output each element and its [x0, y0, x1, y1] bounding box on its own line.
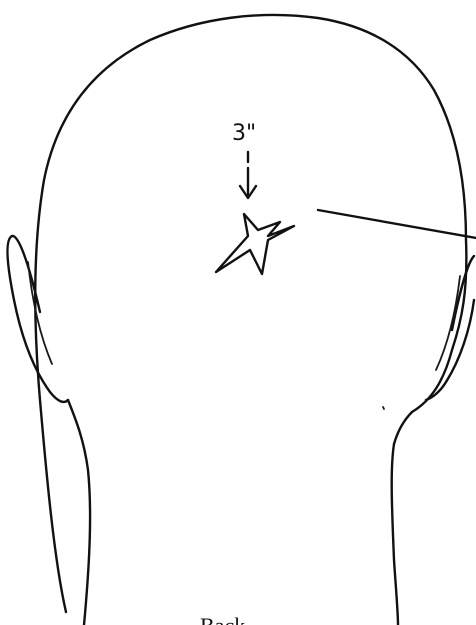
neck-right [392, 444, 398, 625]
neck-left [68, 400, 90, 625]
head-outline [35, 15, 466, 612]
leader-line [318, 210, 476, 238]
head-right-lower [394, 412, 412, 444]
down-arrow-icon [240, 152, 256, 198]
view-caption: Back [200, 613, 245, 625]
stray-mark [383, 407, 384, 409]
right-ear-inner [436, 276, 460, 370]
star-shaped-wound-icon [216, 214, 294, 274]
measurement-label: 3" [232, 121, 256, 146]
